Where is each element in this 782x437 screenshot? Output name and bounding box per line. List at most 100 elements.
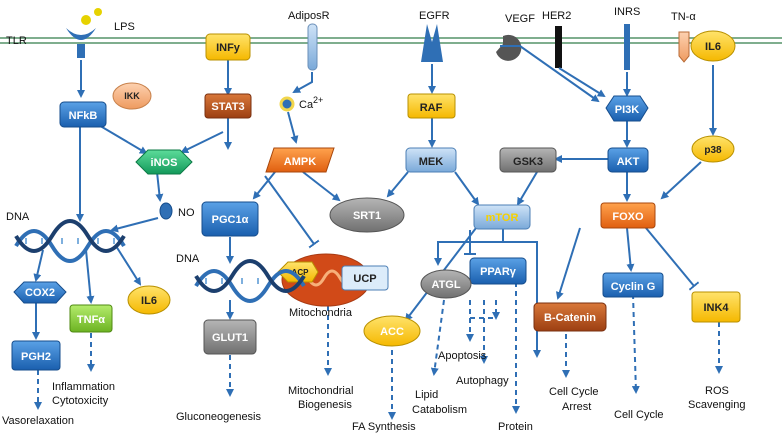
svg-text:p38: p38 xyxy=(704,145,722,156)
no-node: NO xyxy=(159,202,195,220)
svg-text:ACP: ACP xyxy=(292,268,310,277)
lps-label: LPS xyxy=(114,21,135,33)
foxo-node: FOXO xyxy=(600,202,656,229)
ucp-node xyxy=(341,265,389,291)
acp-node xyxy=(277,261,319,283)
svg-text:SRT1: SRT1 xyxy=(353,210,381,222)
autophagy-label: Autophagy xyxy=(456,375,509,387)
akt-node: AKT xyxy=(607,147,649,173)
cell-cycle-arrest-label-2: Arrest xyxy=(562,401,591,413)
cox2-node: COX2 xyxy=(13,281,67,304)
gsk3-node: GSK3 xyxy=(499,147,557,173)
svg-text:STAT3: STAT3 xyxy=(211,101,244,113)
svg-text:2+: 2+ xyxy=(313,95,323,105)
svg-text:Cyclin G: Cyclin G xyxy=(611,281,656,293)
tlr-receptor-icon xyxy=(66,28,96,58)
srt1-node: SRT1 xyxy=(329,197,405,233)
egfr-receptor-icon xyxy=(421,24,443,62)
pi3k-node: PI3K xyxy=(605,95,649,122)
svg-text:AKT: AKT xyxy=(617,156,640,168)
svg-text:B-Catenin: B-Catenin xyxy=(544,312,596,324)
vegf-label: VEGF xyxy=(505,13,535,25)
svg-text:Ca: Ca xyxy=(299,99,314,111)
mitochondria-label: Mitochondria xyxy=(289,307,353,319)
raf-node: RAF xyxy=(407,93,456,119)
tlr-label: TLR xyxy=(6,35,27,47)
adiposr-receptor-icon xyxy=(307,23,318,71)
il6-mid-node: IL6 xyxy=(127,285,171,315)
svg-text:TNFα: TNFα xyxy=(77,314,105,326)
atgl-node: ATGL xyxy=(420,269,472,299)
apoptosis-label: Apoptosis xyxy=(438,350,487,362)
dna-mid-label: DNA xyxy=(176,253,200,265)
cyclin-g-node: Cyclin G xyxy=(602,272,664,298)
ampk-node: AMPK xyxy=(265,147,335,173)
dna-helix-left xyxy=(14,219,126,263)
mitochondrial-biogenesis-label-1: Mitochondrial xyxy=(288,385,353,397)
calcium-node: Ca 2+ xyxy=(279,95,323,112)
svg-text:ATGL: ATGL xyxy=(431,279,460,291)
cell-cycle-label: Cell Cycle xyxy=(614,409,664,421)
her2-receptor-icon xyxy=(555,26,562,68)
ikk-node: IKK xyxy=(112,82,152,110)
svg-text:UCP: UCP xyxy=(353,273,376,285)
lipid-label: Lipid xyxy=(415,389,438,401)
p38-node: p38 xyxy=(691,135,735,163)
tn-alpha-receptor-icon xyxy=(678,31,690,63)
tnfa-node: TNFα xyxy=(69,304,113,333)
pgc1a-node: PGC1α xyxy=(201,201,259,237)
svg-text:iNOS: iNOS xyxy=(151,157,178,169)
cytotoxicity-label: Cytotoxicity xyxy=(52,395,109,407)
svg-text:IKK: IKK xyxy=(124,91,140,101)
dna-helix-middle xyxy=(194,259,306,303)
svg-text:FOXO: FOXO xyxy=(612,211,644,223)
vasorelaxation-label: Vasorelaxation xyxy=(2,415,74,427)
svg-text:INFy: INFy xyxy=(216,42,241,54)
dashed-arrows xyxy=(34,282,723,420)
vegf-receptor-icon xyxy=(496,34,522,61)
svg-text:mTOR: mTOR xyxy=(486,212,519,224)
cell-membrane xyxy=(0,37,782,44)
svg-text:IL6: IL6 xyxy=(705,41,721,53)
glut1-node: GLUT1 xyxy=(203,319,257,355)
gluconeogenesis-label: Gluconeogenesis xyxy=(176,411,262,423)
svg-text:MEK: MEK xyxy=(419,156,444,168)
egfr-label: EGFR xyxy=(419,10,450,22)
cell-cycle-arrest-label-1: Cell Cycle xyxy=(549,386,599,398)
bcatenin-node: B-Catenin xyxy=(533,302,607,332)
pgh2-node: PGH2 xyxy=(11,340,61,371)
her2-label: HER2 xyxy=(542,10,571,22)
inos-node: iNOS xyxy=(135,149,193,175)
tn-alpha-label: TN-α xyxy=(671,11,696,23)
svg-text:NFkB: NFkB xyxy=(69,110,98,122)
svg-text:PGH2: PGH2 xyxy=(21,351,51,363)
svg-text:ACC: ACC xyxy=(380,326,404,338)
dna-left-label: DNA xyxy=(6,211,30,223)
ppar-node: PPARγ xyxy=(469,257,527,285)
svg-text:GSK3: GSK3 xyxy=(513,156,543,168)
mitochondria-complex: ACP UCP xyxy=(277,253,389,307)
nfkb-node: NFkB xyxy=(59,101,107,128)
fa-synthesis-label: FA Synthesis xyxy=(352,421,416,433)
ros-label-2: Scavenging xyxy=(688,399,746,411)
svg-text:COX2: COX2 xyxy=(25,287,55,299)
ink4-node: INK4 xyxy=(691,291,741,323)
mek-node: MEK xyxy=(405,147,457,173)
catabolism-label: Catabolism xyxy=(412,404,467,416)
inhibition-arrows xyxy=(264,175,700,291)
mtor-node: mTOR xyxy=(473,204,531,230)
svg-text:AMPK: AMPK xyxy=(284,156,316,168)
il6-top-node: IL6 xyxy=(690,30,736,62)
stat3-node: STAT3 xyxy=(204,93,252,119)
inrs-receptor-icon xyxy=(624,24,630,70)
lps-molecule-icon xyxy=(81,8,102,25)
svg-text:IL6: IL6 xyxy=(141,295,157,307)
mitochondrial-biogenesis-label-2: Biogenesis xyxy=(298,399,352,411)
inrs-label: INRS xyxy=(614,6,640,18)
svg-text:PI3K: PI3K xyxy=(615,104,640,116)
svg-text:GLUT1: GLUT1 xyxy=(212,332,248,344)
svg-text:PPARγ: PPARγ xyxy=(480,266,517,278)
svg-text:INK4: INK4 xyxy=(703,302,729,314)
acc-node: ACC xyxy=(363,315,421,347)
